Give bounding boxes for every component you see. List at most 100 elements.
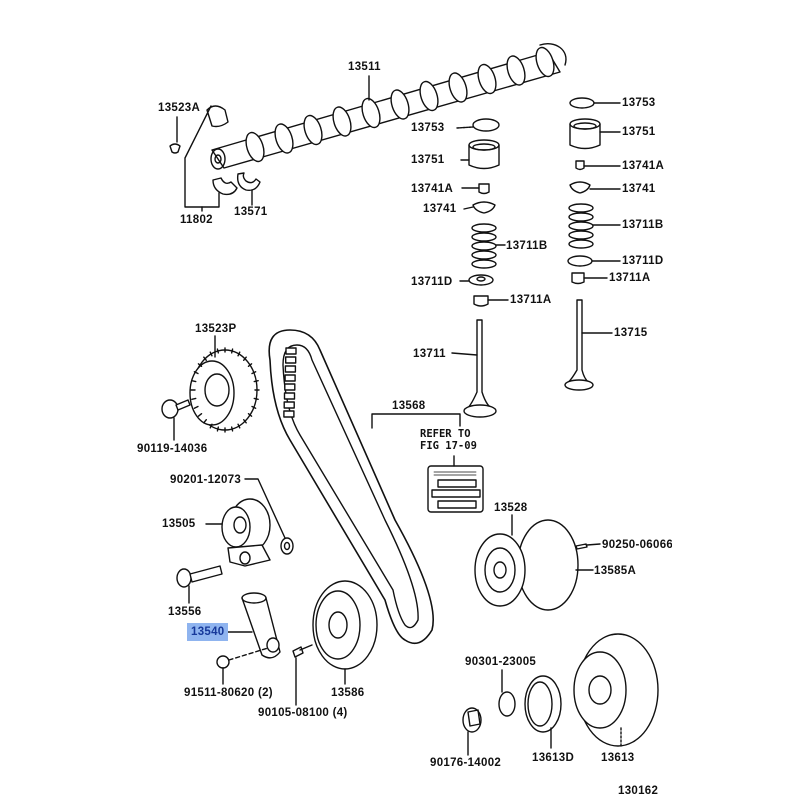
cam-lobe: [446, 71, 470, 104]
part-label-13711[interactable]: 13711: [413, 348, 446, 360]
part-label-13741A-exhaust[interactable]: 13741A: [622, 160, 665, 172]
part-label-13511[interactable]: 13511: [348, 61, 381, 73]
gear-tooth: [198, 414, 201, 416]
cam-lobe: [243, 130, 267, 163]
part-label-11802[interactable]: 11802: [180, 214, 213, 226]
camshaft-drawing: [211, 44, 566, 169]
gear-tooth: [204, 357, 206, 360]
guide-pulley-drawing: [313, 581, 377, 669]
retainer-drawing-2: [570, 182, 590, 193]
part-label-90119-14036[interactable]: 90119-14036: [137, 443, 208, 455]
cam-lobe: [359, 96, 383, 129]
cam-pulley-drawing: [190, 348, 259, 432]
tensioner-bolt-drawing: [217, 656, 229, 668]
part-label-13528[interactable]: 13528: [494, 502, 528, 514]
shim-drawing-1: [473, 119, 499, 131]
leader-13568: [372, 414, 460, 428]
seal-drawing-1: [474, 296, 488, 306]
reference-note[interactable]: REFER TO FIG 17-09: [420, 428, 477, 452]
part-label-90105-08100[interactable]: 90105-08100 (4): [258, 707, 348, 719]
part-label-13505[interactable]: 13505: [162, 518, 196, 530]
idler-pulley-drawing: [222, 499, 270, 566]
belt-tooth: [285, 384, 295, 390]
lifter-drawing-1: [469, 140, 499, 169]
gear-tooth: [192, 398, 196, 399]
seat-drawing-2: [568, 256, 592, 266]
tensioner-drawing: [242, 593, 280, 658]
gear-tooth: [244, 357, 246, 360]
part-label-13715[interactable]: 13715: [614, 327, 648, 339]
part-label-13540-selected[interactable]: 13540: [187, 623, 229, 641]
retainer-drawing-1: [473, 202, 495, 213]
cam-lobe: [533, 45, 557, 78]
key-drawing: [170, 144, 180, 153]
part-label-13751-intake[interactable]: 13751: [411, 154, 445, 166]
part-label-13523P[interactable]: 13523P: [195, 323, 237, 335]
part-label-90201-12073[interactable]: 90201-12073: [170, 474, 242, 486]
seal-drawing: [525, 676, 561, 732]
gear-tooth: [204, 420, 206, 423]
belt-tooth: [284, 411, 294, 417]
gear-tooth: [238, 424, 240, 428]
belt-tooth: [285, 393, 295, 399]
part-label-90250-06066[interactable]: 90250-06066: [602, 539, 672, 551]
part-label-13741A-intake[interactable]: 13741A: [411, 183, 454, 195]
part-label-13711D-intake[interactable]: 13711D: [411, 276, 453, 288]
part-label-90301-23005[interactable]: 90301-23005: [465, 656, 537, 668]
gear-tooth: [217, 349, 218, 353]
part-label-13523A[interactable]: 13523A: [158, 102, 201, 114]
gear-tooth: [248, 414, 251, 416]
part-label-13556[interactable]: 13556: [168, 606, 202, 618]
gear-tooth: [252, 372, 256, 374]
guide-bolt-drawing: [293, 645, 312, 657]
reference-figure-icon: [428, 466, 483, 512]
part-label-13753-exhaust[interactable]: 13753: [622, 97, 656, 109]
part-label-13741-intake[interactable]: 13741: [423, 203, 457, 215]
part-label-13711B-intake[interactable]: 13711B: [506, 240, 548, 252]
cam-pulley-bolt-drawing: [162, 400, 190, 418]
belt-tooth: [286, 348, 296, 354]
part-label-91511-80620[interactable]: 91511-80620 (2): [184, 687, 273, 699]
gear-tooth: [194, 406, 198, 408]
part-label-13753-intake[interactable]: 13753: [411, 122, 445, 134]
idler-bolt-drawing: [177, 566, 222, 587]
cam-lobe: [330, 105, 354, 138]
part-label-90176-14002[interactable]: 90176-14002: [430, 757, 502, 769]
gear-tooth: [210, 352, 212, 356]
part-label-13711D-exhaust[interactable]: 13711D: [622, 255, 664, 267]
part-label-13711A-intake[interactable]: 13711A: [510, 294, 552, 306]
gear-tooth: [210, 424, 212, 428]
belt-tooth: [285, 375, 295, 381]
part-label-13585A[interactable]: 13585A: [594, 565, 637, 577]
lifter-drawing-2: [570, 119, 600, 149]
part-label-13571[interactable]: 13571: [234, 206, 268, 218]
gear-tooth: [232, 427, 233, 431]
part-label-13613D[interactable]: 13613D: [532, 752, 575, 764]
part-label-13568[interactable]: 13568: [392, 400, 426, 412]
belt-tooth: [286, 357, 296, 363]
gear-tooth: [232, 349, 233, 353]
valve-drawing-2: [565, 300, 593, 390]
valve-drawing-1: [464, 320, 496, 417]
part-label-13711B-exhaust[interactable]: 13711B: [622, 219, 664, 231]
part-label-13586[interactable]: 13586: [331, 687, 365, 699]
cam-lobe: [388, 88, 412, 121]
o-ring-drawing: [499, 692, 515, 716]
part-label-13613[interactable]: 13613: [601, 752, 635, 764]
part-label-13711A-exhaust[interactable]: 13711A: [609, 272, 651, 284]
part-label-13741-exhaust[interactable]: 13741: [622, 183, 656, 195]
gear-tooth: [192, 381, 196, 382]
figure-number: 130162: [618, 785, 659, 797]
keeper-drawing-2: [576, 161, 584, 170]
bearing-lower-drawing: [213, 178, 237, 194]
seat-drawing-1: [469, 275, 493, 285]
part-label-13751-exhaust[interactable]: 13751: [622, 126, 656, 138]
thrust-washer-drawing: [238, 173, 260, 190]
bearing-upper-drawing: [207, 106, 228, 127]
crank-timing-pulley-drawing: [475, 520, 578, 610]
gear-tooth: [248, 364, 251, 366]
gear-tooth: [252, 406, 256, 408]
cam-lobe: [504, 54, 528, 87]
seal-drawing-2: [572, 273, 584, 284]
